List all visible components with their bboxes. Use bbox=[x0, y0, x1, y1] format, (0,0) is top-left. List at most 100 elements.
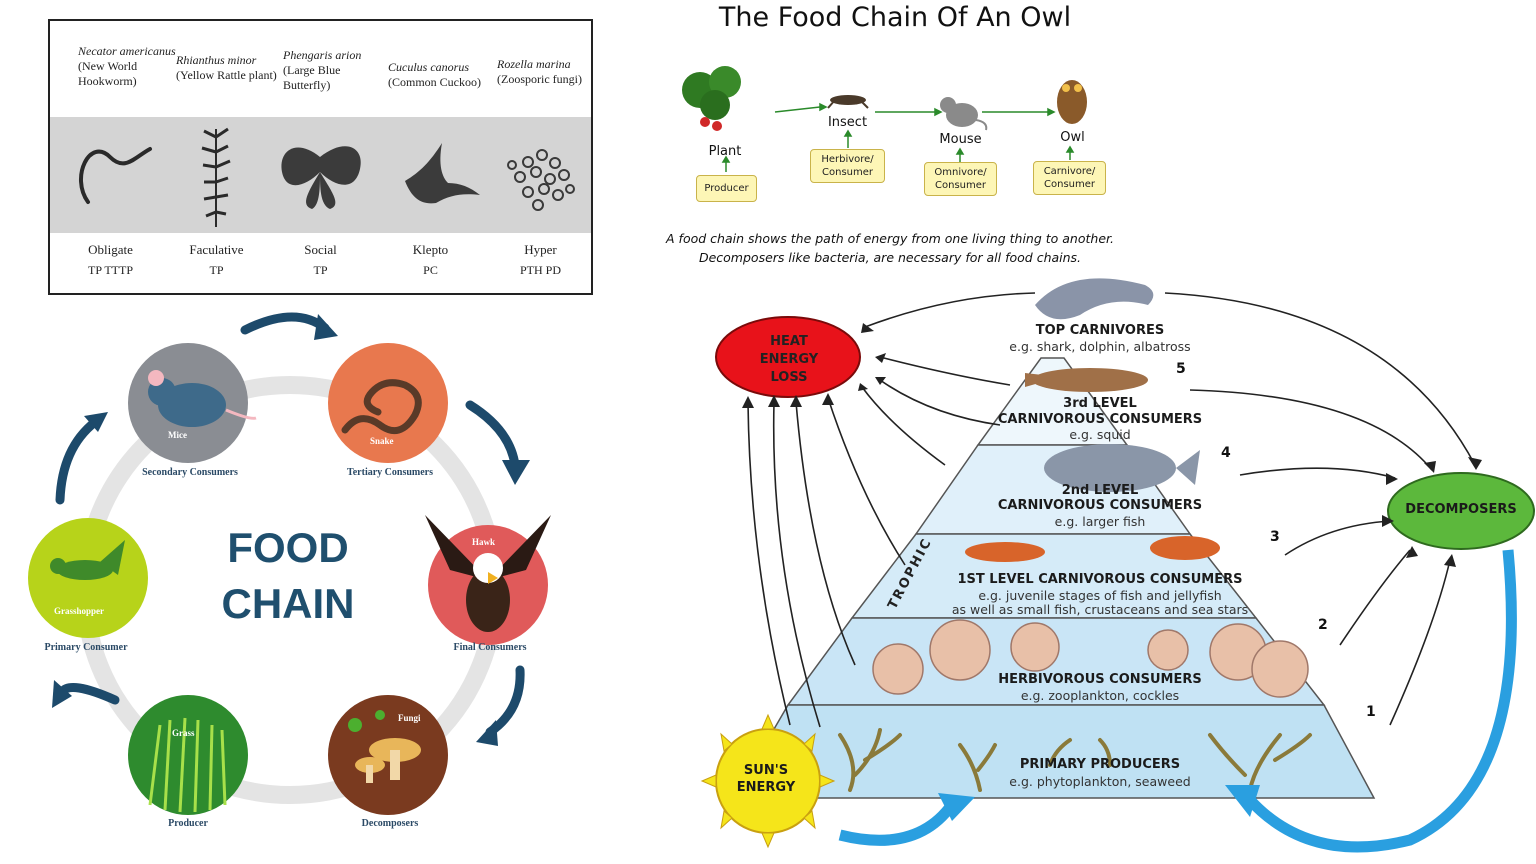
owl-chain-caption-line1: A food chain shows the path of energy fr… bbox=[666, 231, 1114, 246]
node-hawk bbox=[425, 515, 551, 645]
scientific-name: Cuculus canorus bbox=[388, 60, 469, 74]
decomposers-node bbox=[1387, 472, 1535, 550]
fish-icon bbox=[1044, 444, 1200, 492]
crayfish-icon bbox=[965, 536, 1220, 562]
bird-icon bbox=[405, 143, 480, 204]
arrow-mice-to-snake bbox=[240, 312, 330, 335]
common-name: (Large Blue Butterfly) bbox=[283, 63, 341, 92]
mouse-icon bbox=[940, 97, 988, 131]
insect-icon bbox=[827, 95, 869, 109]
parasite-column-3: Phengaris arion (Large Blue Butterfly) bbox=[283, 48, 388, 93]
owl-chain-caption-line2: Decomposers like bacteria, are necessary… bbox=[698, 250, 1082, 265]
level-1-example: e.g. zooplankton, cockles bbox=[1020, 688, 1180, 703]
tag-mice: Mice bbox=[168, 430, 187, 440]
node-snake bbox=[328, 343, 448, 463]
level-4-title: CARNIVOROUS CONSUMERS bbox=[997, 412, 1203, 427]
trophic-pyramid: TROPHIC bbox=[700, 278, 1535, 853]
parasite-column-5: Rozella marina (Zoosporic fungi) bbox=[497, 57, 592, 87]
parasite-codes-4: PC bbox=[423, 263, 438, 277]
level-5-title: TOP CARNIVORES bbox=[1035, 323, 1165, 338]
level-0-example: e.g. phytoplankton, seaweed bbox=[1009, 774, 1191, 789]
food-chain-title-line2: CHAIN bbox=[222, 580, 355, 627]
level-3-number: 3 bbox=[1270, 529, 1280, 545]
eagle-icon bbox=[425, 515, 551, 632]
heat-energy-loss bbox=[715, 316, 861, 398]
scientific-name: Rhianthus minor bbox=[176, 53, 257, 67]
heat-arrowheads bbox=[742, 323, 886, 408]
parasite-codes-1: TP TTTP bbox=[87, 263, 133, 277]
heat-energy-loss-label: HEAT ENERGY LOSS bbox=[759, 334, 819, 385]
food-chain-title-line1: FOOD bbox=[227, 524, 348, 571]
tag-grass: Grass bbox=[172, 728, 195, 738]
parasite-table: Necator americanus (New World Hookworm) … bbox=[48, 19, 593, 295]
node-mice bbox=[128, 343, 257, 463]
owl-chain-carnivore-box: Carnivore/ Consumer bbox=[1033, 161, 1106, 195]
parasite-type-5: Hyper bbox=[524, 242, 557, 257]
common-name: (Zoosporic fungi) bbox=[497, 72, 582, 86]
food-chain-cycle: FOOD CHAIN bbox=[28, 312, 551, 815]
owl-chain-diagram bbox=[682, 66, 1087, 172]
parasite-type-1: Obligate bbox=[88, 242, 133, 257]
level-3-example: e.g. larger fish bbox=[1054, 514, 1146, 529]
level-2-number: 2 bbox=[1318, 617, 1328, 633]
decomposers-label: DECOMPOSERS bbox=[1405, 502, 1517, 517]
level-5-number: 5 bbox=[1176, 361, 1186, 377]
level-4-example: e.g. squid bbox=[1069, 427, 1131, 442]
decomposer-flow-arrow bbox=[1245, 549, 1517, 853]
parasite-illustrations bbox=[78, 127, 575, 227]
parasite-type-3: Social bbox=[304, 242, 337, 257]
sun-flow-arrow bbox=[838, 796, 960, 846]
chain-arrows bbox=[721, 102, 1075, 172]
node-fungi bbox=[328, 695, 448, 815]
label-decomposers: Decomposers bbox=[361, 818, 419, 829]
level-2-example-line2: as well as small fish, crustaceans and s… bbox=[951, 602, 1249, 617]
owl-chain-herbivore-box: Herbivore/ Consumer bbox=[810, 149, 885, 183]
parasite-column-1: Necator americanus (New World Hookworm) bbox=[78, 44, 183, 89]
level-2-example: e.g. juvenile stages of fish and jellyfi… bbox=[978, 588, 1222, 603]
parasite-codes-2: TP bbox=[209, 263, 224, 277]
grass-icon bbox=[148, 717, 227, 813]
scientific-name: Phengaris arion bbox=[283, 48, 362, 62]
common-name: (Common Cuckoo) bbox=[388, 75, 481, 89]
cycle-arrowheads bbox=[52, 314, 530, 746]
decomposer-flow-arrowhead bbox=[1225, 785, 1260, 817]
dolphin-icon bbox=[1035, 278, 1154, 320]
tag-hawk: Hawk bbox=[472, 537, 496, 547]
common-name: (New World Hookworm) bbox=[78, 59, 138, 88]
suns-energy-label: SUN'S ENERGY bbox=[736, 763, 796, 795]
parasite-column-2: Rhianthus minor (Yellow Rattle plant) bbox=[176, 53, 281, 83]
parasite-codes-5: PTH PD bbox=[519, 263, 561, 277]
owl-chain-producer-box: Producer bbox=[696, 175, 757, 202]
level-1-title: HERBIVOROUS CONSUMERS bbox=[998, 672, 1202, 687]
label-primary-consumer: Primary Consumer bbox=[44, 642, 128, 653]
pyramid-tiers bbox=[732, 357, 1376, 799]
label-tertiary-consumers: Tertiary Consumers bbox=[346, 467, 433, 478]
decomposer-arrows bbox=[1164, 292, 1476, 726]
owl-chain-owl-label: Owl bbox=[1060, 130, 1085, 145]
level-4-title-line1: 3rd LEVEL bbox=[1063, 396, 1137, 411]
butterfly-icon bbox=[281, 146, 361, 209]
heat-arrows bbox=[747, 292, 1036, 728]
tag-snake: Snake bbox=[370, 436, 394, 446]
scientific-name: Necator americanus bbox=[78, 44, 176, 58]
common-name: (Yellow Rattle plant) bbox=[176, 68, 277, 82]
decomposer-arrowheads bbox=[1382, 457, 1482, 567]
cockle-shell-icon bbox=[872, 619, 1309, 698]
owl-icon bbox=[1057, 80, 1087, 124]
owl-chain-title: The Food Chain Of An Owl bbox=[718, 2, 1072, 33]
arrow-grasshopper-to-mice bbox=[55, 417, 100, 505]
level-3-title: CARNIVOROUS CONSUMERS bbox=[997, 498, 1203, 513]
scientific-name: Rozella marina bbox=[497, 57, 571, 71]
level-5-example: e.g. shark, dolphin, albatross bbox=[1009, 339, 1191, 354]
squid-icon bbox=[1025, 368, 1148, 392]
grasshopper-icon bbox=[50, 540, 125, 580]
level-4-number: 4 bbox=[1221, 445, 1231, 461]
plant-icon bbox=[682, 66, 741, 131]
mouse-icon bbox=[148, 370, 257, 427]
parasite-type-4: Klepto bbox=[412, 242, 449, 257]
level-3-title-line1: 2nd LEVEL bbox=[1061, 483, 1139, 498]
node-grass bbox=[128, 695, 248, 815]
label-producer: Producer bbox=[168, 818, 208, 829]
tag-grasshopper: Grasshopper bbox=[54, 606, 105, 616]
owl-chain-plant-label: Plant bbox=[708, 144, 742, 159]
